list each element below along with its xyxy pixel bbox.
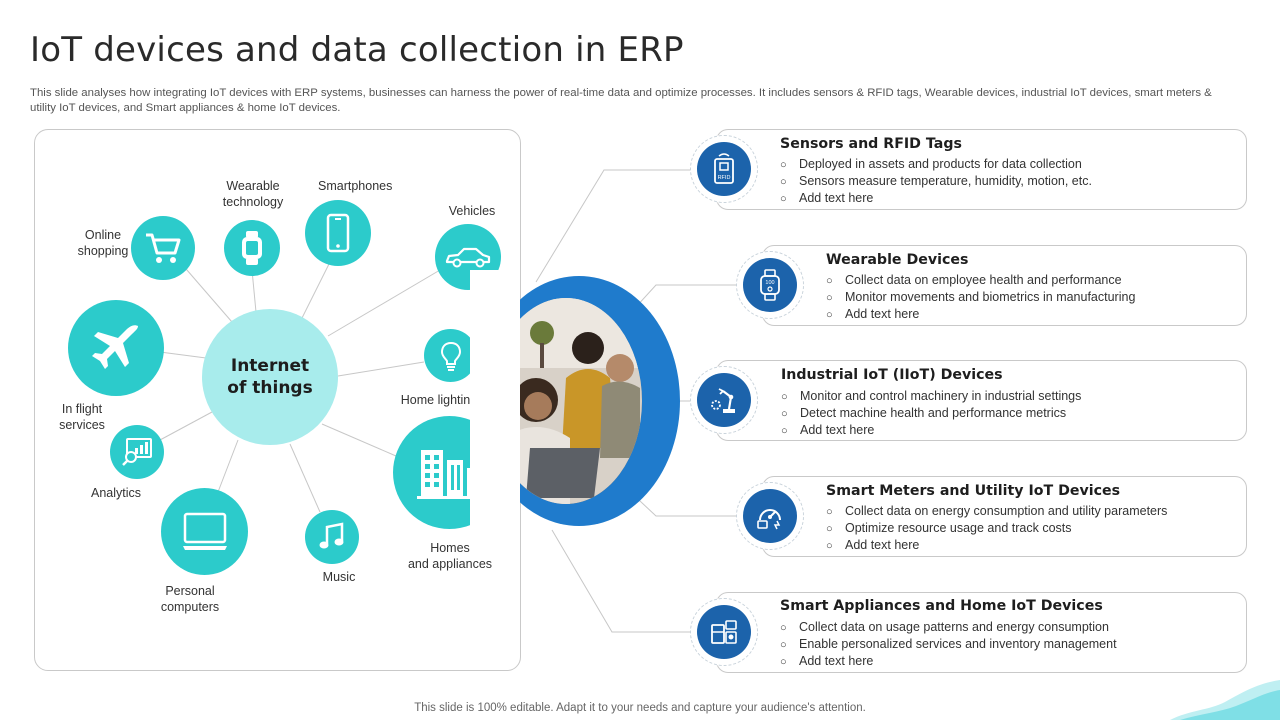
- card-title-4: Smart Appliances and Home IoT Devices: [780, 598, 1103, 614]
- list-item: Add text here: [780, 190, 1092, 207]
- airplane-icon: [92, 325, 138, 369]
- card-icon-holder-0: RFID: [690, 135, 758, 203]
- music-note-icon: [319, 522, 344, 549]
- card-title-0: Sensors and RFID Tags: [780, 136, 962, 152]
- music-label: Music: [322, 570, 356, 584]
- page-title: IoT devices and data collection in ERP: [30, 30, 684, 70]
- hub-label-line1: Internet: [230, 356, 310, 376]
- list-item: Collect data on usage patterns and energ…: [780, 619, 1117, 636]
- card-list-4: Collect data on usage patterns and energ…: [780, 619, 1117, 670]
- home-lighting-node: [424, 329, 477, 382]
- list-item: Collect data on energy consumption and u…: [826, 503, 1167, 520]
- analytics-node: [110, 425, 164, 479]
- smartphones-node: [305, 200, 371, 266]
- photo-cover: [470, 270, 520, 532]
- card-list-0: Deployed in assets and products for data…: [780, 156, 1092, 207]
- list-item: Add text here: [780, 653, 1117, 670]
- music-node: [305, 510, 359, 564]
- list-item: Add text here: [826, 537, 1167, 554]
- card-icon-holder-4: [690, 598, 758, 666]
- smartwatch-icon: 100: [760, 269, 780, 301]
- card-icon-holder-2: [690, 366, 758, 434]
- car-icon: [445, 247, 491, 268]
- analytics-label: Analytics: [90, 486, 142, 500]
- in-flight-services-node: [68, 300, 164, 396]
- list-item: Monitor movements and biometrics in manu…: [826, 289, 1135, 306]
- list-item: Enable personalized services and invento…: [780, 636, 1117, 653]
- list-item: Collect data on employee health and perf…: [826, 272, 1135, 289]
- footer-note: This slide is 100% editable. Adapt it to…: [414, 702, 866, 714]
- rfid-tag-icon: RFID: [714, 153, 734, 184]
- smartphones-label: Smartphones: [318, 179, 393, 193]
- vehicles-label: Vehicles: [448, 204, 496, 218]
- card-icon-holder-1: 100: [736, 251, 804, 319]
- smartphone-icon: [326, 213, 350, 253]
- page-subtitle: This slide analyses how integrating IoT …: [30, 87, 1212, 114]
- card-title-2: Industrial IoT (IIoT) Devices: [781, 367, 1003, 383]
- decorative-wave: [1170, 680, 1280, 720]
- smartwatch-icon: [242, 231, 262, 265]
- list-item: Deployed in assets and products for data…: [780, 156, 1092, 173]
- svg-text:100: 100: [765, 280, 774, 286]
- buildings-icon: [416, 449, 483, 499]
- card-title-1: Wearable Devices: [826, 252, 969, 268]
- internet-of-things-hub: Internet of things: [202, 309, 338, 445]
- card-list-1: Collect data on employee health and perf…: [826, 272, 1135, 323]
- list-item: Add text here: [826, 306, 1135, 323]
- personal-computers-node: [161, 488, 248, 575]
- card-title-3: Smart Meters and Utility IoT Devices: [826, 483, 1121, 499]
- list-item: Add text here: [781, 422, 1081, 439]
- lightbulb-icon: [440, 341, 461, 371]
- list-item: Optimize resource usage and track costs: [826, 520, 1167, 537]
- card-icon-holder-3: [736, 482, 804, 550]
- card-list-2: Monitor and control machinery in industr…: [781, 388, 1081, 439]
- card-list-3: Collect data on energy consumption and u…: [826, 503, 1167, 554]
- analytics-icon: [122, 438, 152, 466]
- list-item: Detect machine health and performance me…: [781, 405, 1081, 422]
- online-shopping-node: [131, 216, 195, 280]
- smart-meter-icon: [757, 509, 781, 530]
- shopping-cart-icon: [146, 233, 181, 263]
- wearable-technology-node: [224, 220, 280, 276]
- list-item: Sensors measure temperature, humidity, m…: [780, 173, 1092, 190]
- monitor-icon: [182, 512, 227, 550]
- hub-label-line2: of things: [227, 378, 313, 398]
- robotic-arm-icon: [711, 388, 735, 413]
- list-item: Monitor and control machinery in industr…: [781, 388, 1081, 405]
- home-lighting-label: Home lighting: [400, 393, 478, 407]
- smart-home-icon: [711, 620, 737, 644]
- svg-text:RFID: RFID: [718, 175, 731, 181]
